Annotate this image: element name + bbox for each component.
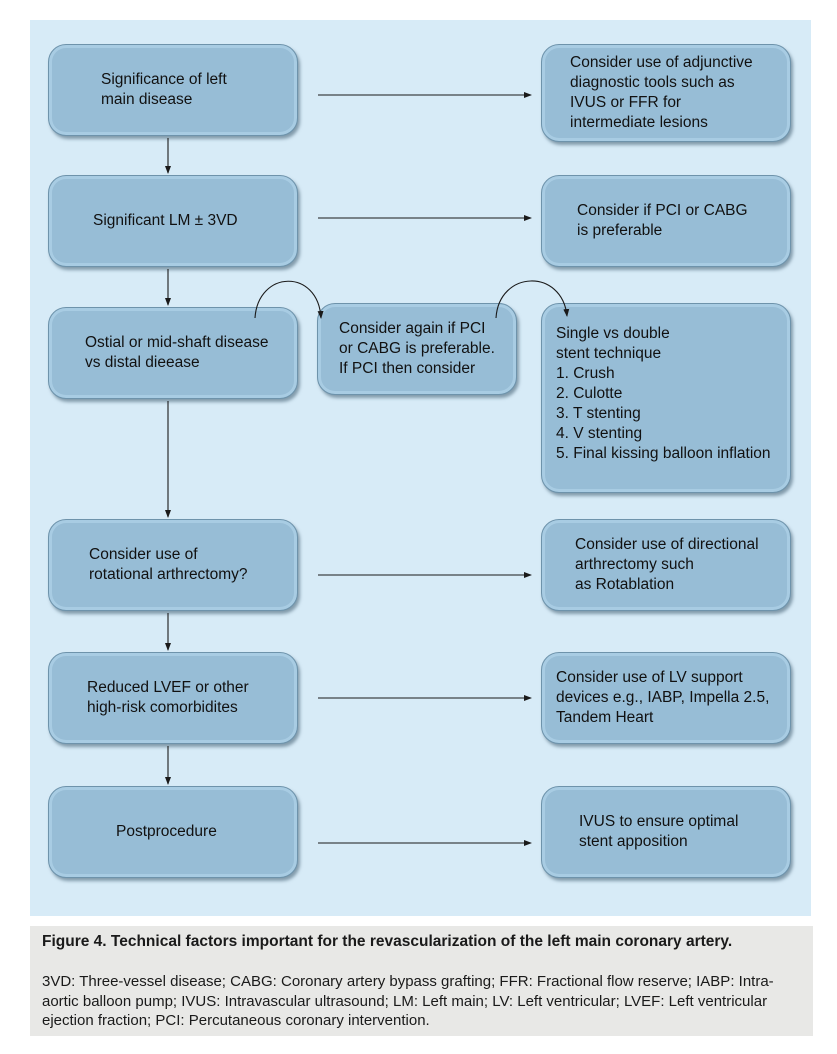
box-label: Ostial or mid-shaft disease vs distal di… [85, 334, 269, 371]
box-label: Consider if PCI or CABG is preferable [577, 202, 748, 239]
box-consider-again: Consider again if PCI or CABG is prefera… [317, 303, 517, 395]
caption-body: 3VD: Three-vessel disease; CABG: Coronar… [42, 973, 774, 1029]
box-rotational-arthrectomy: Consider use of rotational arthrectomy? [48, 519, 298, 611]
box-label: Significant LM ± 3VD [93, 212, 238, 229]
curved-arrow-2 [495, 280, 570, 319]
box-significant-lm: Significant LM ± 3VD [48, 175, 298, 267]
box-label: Consider use of directional arthrectomy … [575, 536, 759, 593]
box-pci-or-cabg: Consider if PCI or CABG is preferable [541, 175, 791, 267]
box-label: Significance of left main disease [101, 71, 227, 108]
box-label: Consider use of rotational arthrectomy? [89, 546, 248, 583]
box-label: Postprocedure [116, 823, 217, 840]
box-directional-arthrectomy: Consider use of directional arthrectomy … [541, 519, 791, 611]
caption-title: Figure 4. Technical factors important fo… [42, 933, 733, 950]
box-ostial-disease: Ostial or mid-shaft disease vs distal di… [48, 307, 298, 399]
box-label: Consider again if PCI or CABG is prefera… [339, 320, 495, 377]
box-ivus-apposition: IVUS to ensure optimal stent apposition [541, 786, 791, 878]
box-label: IVUS to ensure optimal stent apposition [579, 813, 739, 850]
box-lv-support: Consider use of LV support devices e.g.,… [541, 652, 791, 744]
box-label: Consider use of adjunctive diagnostic to… [570, 54, 753, 131]
curved-arrow-1 [254, 280, 324, 319]
box-stent-technique: Single vs double stent technique 1. Crus… [541, 303, 791, 493]
box-adjunctive-tools: Consider use of adjunctive diagnostic to… [541, 44, 791, 142]
box-label: Consider use of LV support devices e.g.,… [556, 669, 770, 726]
box-label: Single vs double stent technique 1. Crus… [556, 325, 771, 462]
box-label: Reduced LVEF or other high-risk comorbid… [87, 679, 249, 716]
figure-caption: Figure 4. Technical factors important fo… [30, 926, 813, 1036]
box-postprocedure: Postprocedure [48, 786, 298, 878]
box-left-main-significance: Significance of left main disease [48, 44, 298, 136]
box-reduced-lvef: Reduced LVEF or other high-risk comorbid… [48, 652, 298, 744]
